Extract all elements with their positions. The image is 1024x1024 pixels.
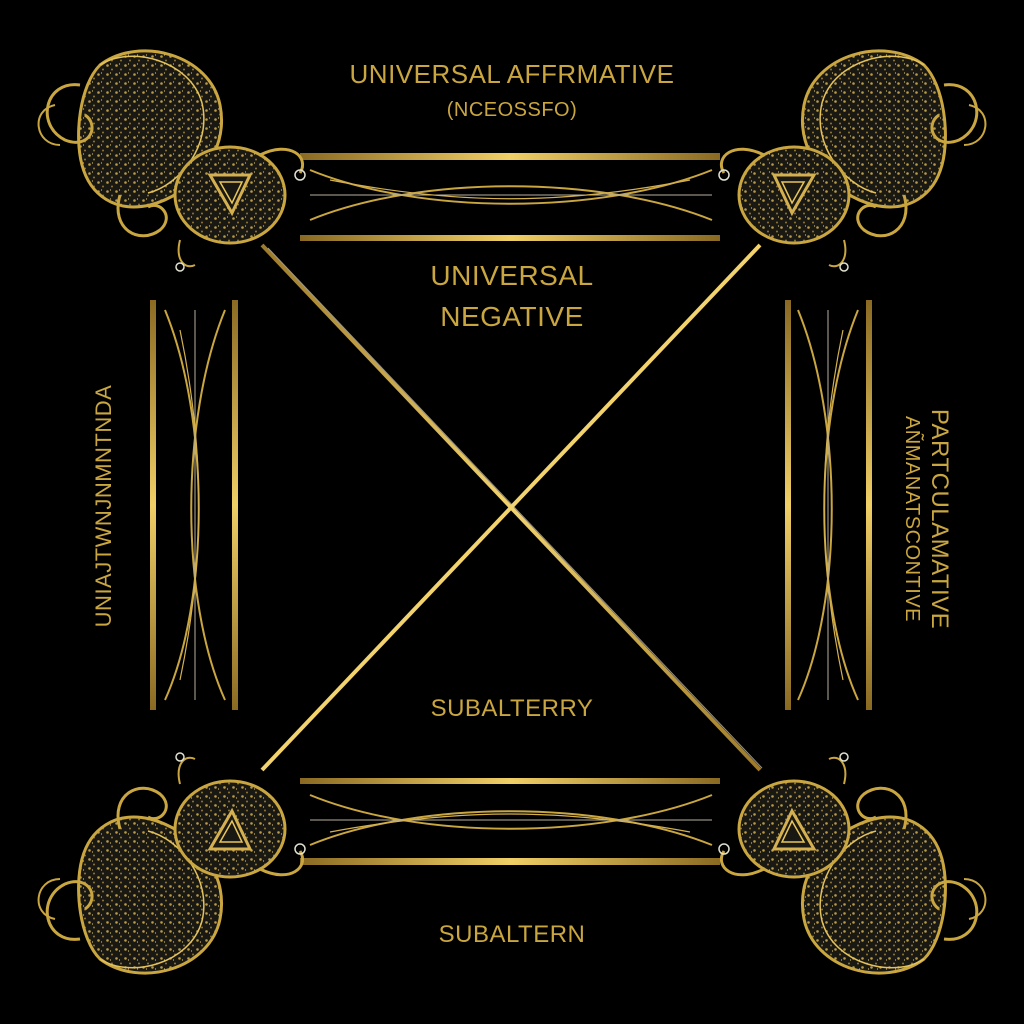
- subaltern-label: SUBALTERN: [438, 921, 586, 948]
- left-side-label: UNIAJTWNJNMNTNDA: [91, 384, 116, 628]
- right-bar: [785, 300, 872, 710]
- top-right-paisley-ornament: [717, 49, 987, 273]
- bottom-right-paisley-ornament: [717, 751, 987, 975]
- top-left-paisley-ornament: [37, 49, 307, 273]
- subalterry-label: SUBALTERRY: [430, 695, 594, 722]
- universal-affirmative-sublabel: (NCEOSSFO): [446, 99, 578, 121]
- left-bar: [150, 300, 238, 710]
- universal-negative-label: UNIVERSAL NEGATIVE: [362, 256, 662, 337]
- top-bar: [300, 153, 720, 241]
- right-side-label-outer: PARTCULAMATIVE: [926, 408, 953, 630]
- universal-negative-line2: NEGATIVE: [440, 300, 584, 332]
- universal-affirmative-label: UNIVERSAL AFFRMATIVE: [349, 59, 675, 89]
- bottom-left-paisley-ornament: [37, 751, 307, 975]
- right-side-label-inner: AÑMANATSCONTIVE: [901, 415, 923, 623]
- contradiction-diagonals: [260, 243, 763, 772]
- bottom-bar: [300, 778, 720, 865]
- universal-negative-line1: UNIVERSAL: [430, 260, 594, 291]
